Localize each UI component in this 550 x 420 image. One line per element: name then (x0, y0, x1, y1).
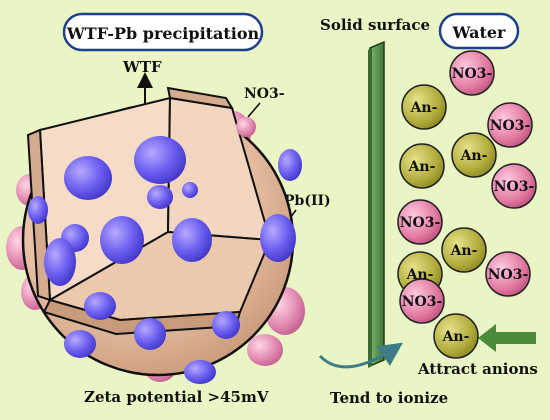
water-box (438, 12, 520, 50)
nitrate-ball (399, 278, 445, 324)
pb-label: Pb(II) (284, 193, 331, 209)
nitrate-label: NO3- (494, 179, 535, 195)
outer-pb-bumps (28, 117, 302, 384)
nitrate-label: NO3- (400, 215, 441, 231)
anion-label: An- (450, 243, 478, 259)
nitrate-label: NO3- (488, 267, 529, 283)
nitrate-ball (485, 251, 531, 297)
nitrate-left-label: NO3- (244, 86, 285, 102)
nitrate-label: NO3- (490, 118, 531, 134)
inner-pb-blobs (61, 136, 212, 264)
nitrate-ball (487, 102, 533, 148)
nitrate-pointer (247, 102, 261, 118)
attract-arrow (478, 324, 536, 352)
anion-ball (401, 84, 447, 130)
anion-label: An- (408, 159, 436, 175)
title-box (62, 12, 264, 52)
anion-ball (441, 227, 487, 273)
anion-ball (433, 313, 479, 359)
anion-ball (399, 143, 445, 189)
anion-label: An- (442, 329, 470, 345)
nitrate-label: NO3- (452, 66, 493, 82)
zeta-label: Zeta potential >45mV (84, 388, 269, 406)
nitrate-ball (491, 163, 537, 209)
tend-to-ionize-label: Tend to ionize (330, 389, 448, 407)
attract-anions-label: Attract anions (417, 360, 538, 378)
nitrate-label: NO3- (402, 294, 443, 310)
sphere-cutaway (26, 86, 272, 336)
anion-label: An- (460, 148, 488, 164)
solid-surface-label: Solid surface (320, 16, 430, 34)
water-ions: NO3-An-NO3-An-An-NO3-NO3-An-NO3-An-NO3-A… (397, 50, 537, 359)
solid-surface-bar (368, 40, 385, 368)
wtf-label: WTF (122, 58, 162, 76)
water-text: Water (452, 23, 507, 42)
anion-label: An- (410, 100, 438, 116)
nitrate-ball (449, 50, 495, 96)
anion-ball (451, 132, 497, 178)
title-text: WTF-Pb precipitation (66, 24, 260, 43)
nitrate-ball (397, 199, 443, 245)
ionize-arrow (318, 342, 403, 369)
